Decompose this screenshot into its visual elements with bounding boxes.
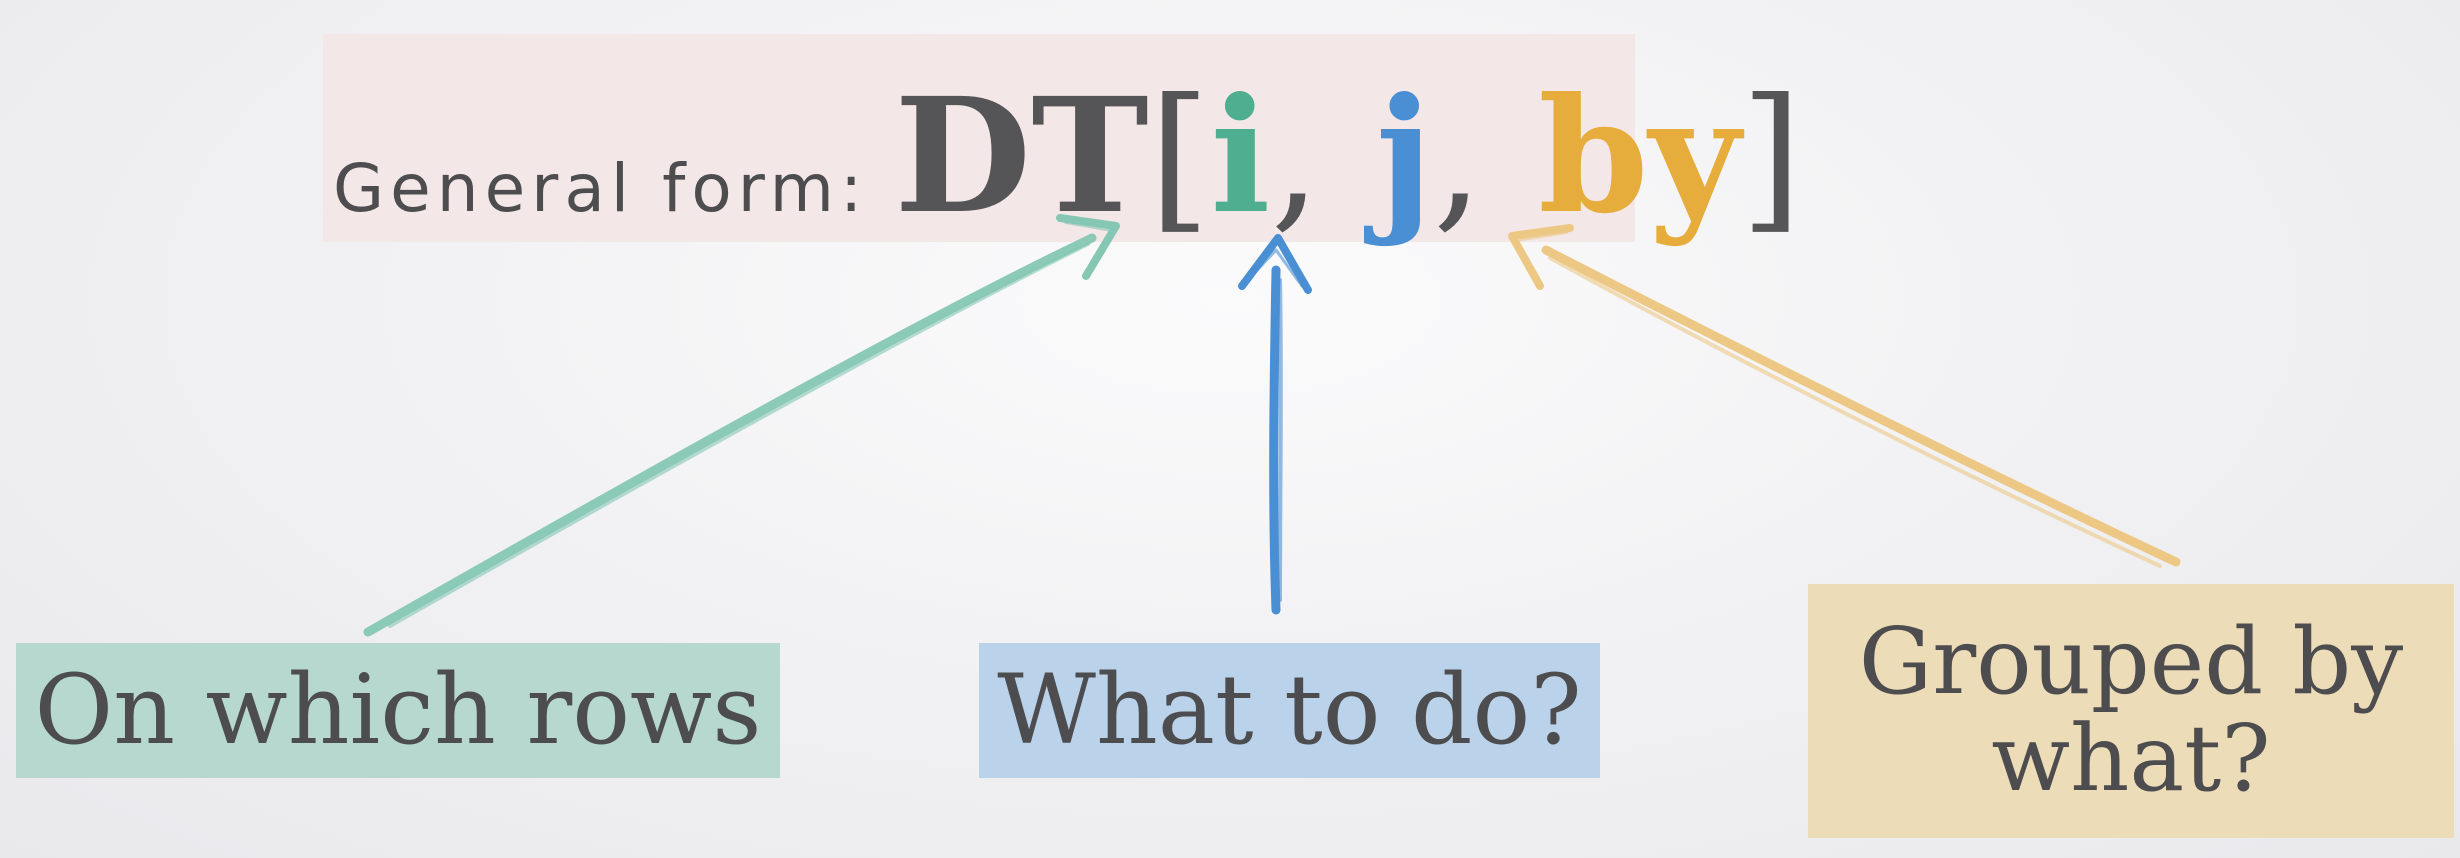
arrow-do-to-j: [1238, 234, 1312, 615]
arrow-group-to-by: [1508, 224, 2181, 568]
rows-box: On which rows: [16, 643, 780, 778]
what-to-do-box: What to do?: [979, 643, 1600, 778]
token-j: j: [1375, 64, 1433, 249]
formula-code: DT[i, j, by]: [894, 64, 1802, 249]
token-by: by: [1538, 64, 1741, 249]
formula-banner: General form: DT[i, j, by]: [323, 34, 1802, 249]
token-open-bracket: [: [1148, 65, 1211, 249]
grouped-by-box: Grouped by what?: [1808, 584, 2454, 838]
arrow-rows-to-i: [363, 214, 1120, 637]
token-comma-2: ,: [1432, 65, 1484, 249]
token-dt: DT: [894, 64, 1149, 249]
token-i: i: [1210, 64, 1271, 249]
general-form-label: General form:: [333, 150, 869, 227]
token-close-bracket: ]: [1740, 65, 1803, 249]
token-comma-1: ,: [1270, 65, 1321, 249]
formula-line: General form: DT[i, j, by]: [333, 64, 1802, 249]
